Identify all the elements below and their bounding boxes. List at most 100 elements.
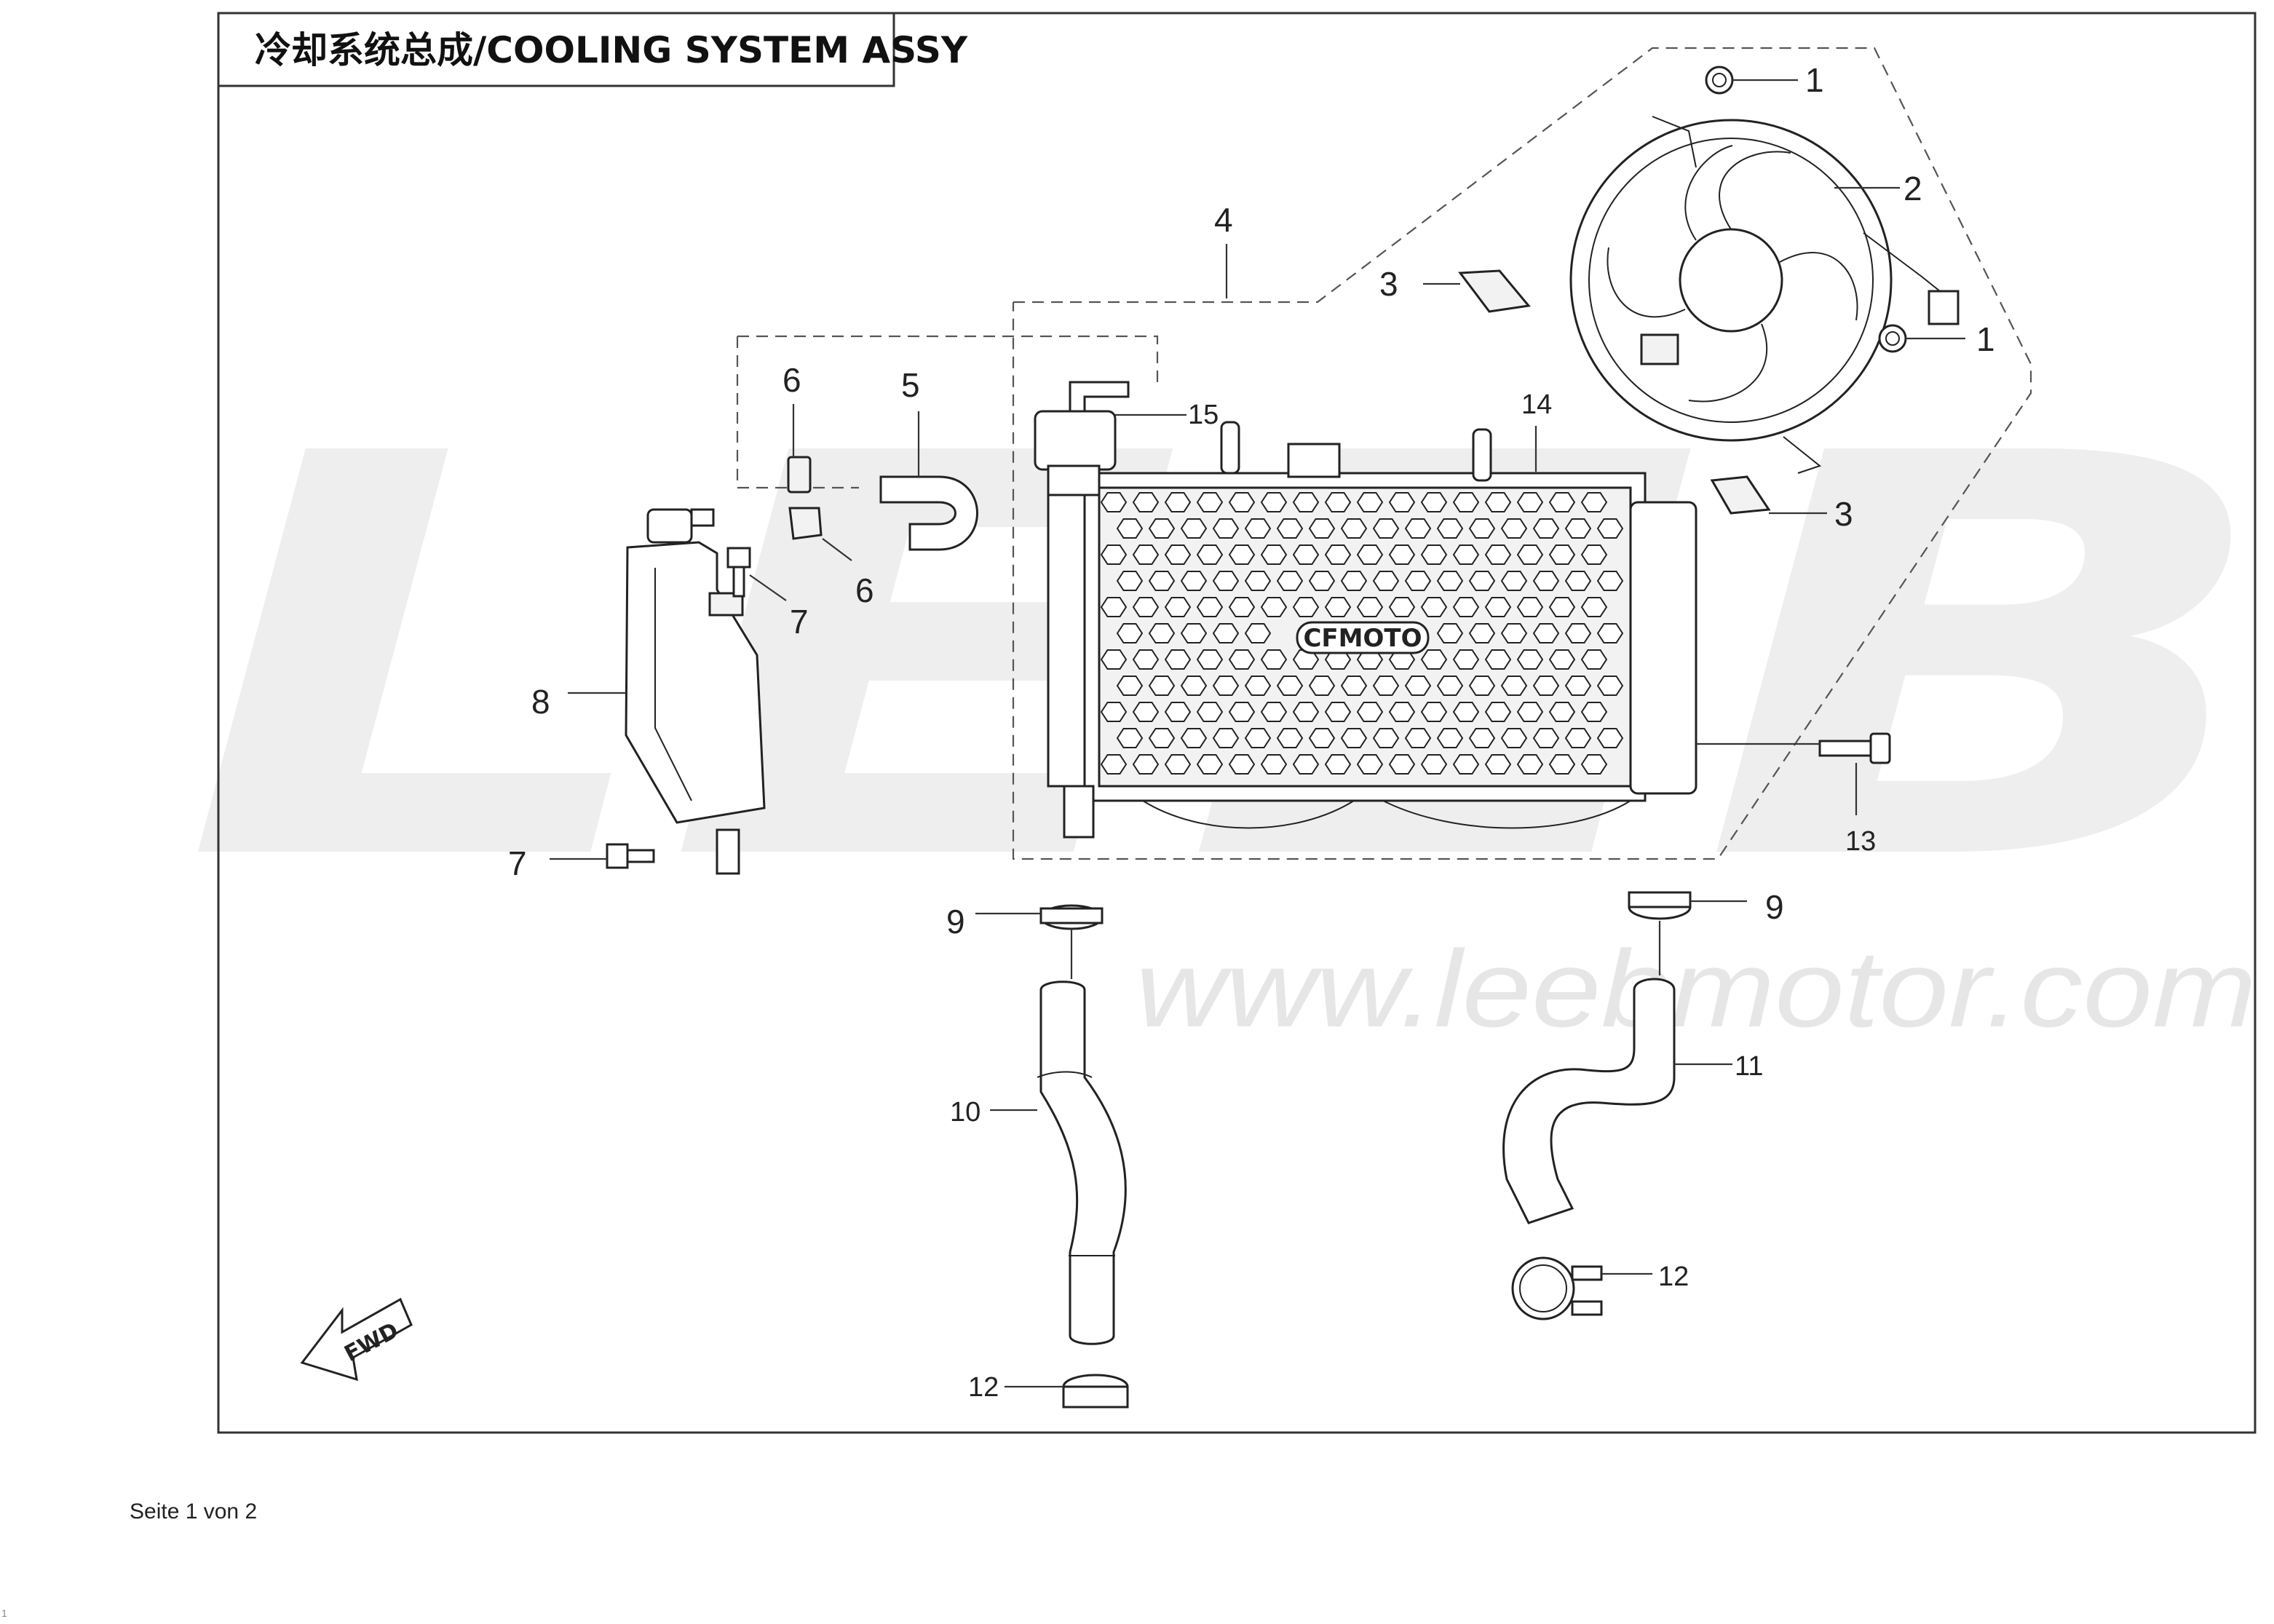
callout-13: 13 bbox=[1845, 826, 1876, 857]
grille-cell bbox=[1452, 597, 1480, 617]
grille-cell bbox=[1484, 544, 1512, 565]
grille-cell bbox=[1276, 571, 1304, 591]
hose-clamp-right bbox=[1628, 891, 1692, 920]
grille-cell bbox=[1388, 492, 1416, 512]
grille-cell bbox=[1148, 676, 1176, 696]
grille-cell bbox=[1548, 544, 1576, 565]
grille-cell bbox=[1388, 702, 1416, 722]
grille-cell bbox=[1436, 518, 1464, 539]
fan-bracket bbox=[1640, 333, 1679, 365]
grille-cell bbox=[1308, 728, 1336, 748]
grille-cell bbox=[1356, 492, 1384, 512]
grille-cell bbox=[1340, 676, 1368, 696]
grille-cell bbox=[1484, 492, 1512, 512]
grille-cell bbox=[1324, 492, 1352, 512]
grille-cell bbox=[1116, 518, 1144, 539]
grille-cell bbox=[1196, 649, 1224, 670]
grille-cell bbox=[1548, 649, 1576, 670]
grille-cell bbox=[1100, 649, 1128, 670]
callout-5: 5 bbox=[901, 366, 920, 404]
grille-cell bbox=[1148, 571, 1176, 591]
grille-cell bbox=[1580, 649, 1608, 670]
grille-cell bbox=[1292, 754, 1320, 775]
grille-cell bbox=[1596, 518, 1624, 539]
fwd-arrow: FWD bbox=[300, 1297, 413, 1382]
grille-cell bbox=[1468, 518, 1496, 539]
grille-cell bbox=[1116, 571, 1144, 591]
grille-cell bbox=[1340, 728, 1368, 748]
grille-cell bbox=[1564, 571, 1592, 591]
clip-upper bbox=[787, 456, 812, 494]
leader-lines bbox=[550, 79, 1965, 1388]
grille-cell bbox=[1324, 702, 1352, 722]
grille-cell bbox=[1356, 702, 1384, 722]
callout-1-top: 1 bbox=[1805, 61, 1824, 99]
grille-cell bbox=[1468, 623, 1496, 643]
grille-cell bbox=[1596, 571, 1624, 591]
grille-cell bbox=[1180, 518, 1208, 539]
grille-cell bbox=[1292, 544, 1320, 565]
callout-6-lower: 6 bbox=[855, 571, 874, 609]
grille-cell bbox=[1164, 649, 1192, 670]
grille-cell bbox=[1276, 676, 1304, 696]
callout-9-right: 9 bbox=[1765, 888, 1784, 926]
lower-hose-left bbox=[1039, 981, 1127, 1345]
grille-cell bbox=[1260, 544, 1288, 565]
callout-7-upper: 7 bbox=[790, 603, 809, 641]
diagram-frame bbox=[217, 12, 2257, 1434]
grille-cell bbox=[1500, 676, 1528, 696]
grille-cell bbox=[1292, 649, 1320, 670]
grille-cell bbox=[1404, 728, 1432, 748]
bushing-upper bbox=[1458, 269, 1531, 313]
grille-cell bbox=[1372, 571, 1400, 591]
grille-cell bbox=[1500, 571, 1528, 591]
callout-14: 14 bbox=[1521, 389, 1552, 420]
grille-cell bbox=[1580, 754, 1608, 775]
grille-cell bbox=[1388, 754, 1416, 775]
grille-cell bbox=[1596, 623, 1624, 643]
grille-cell bbox=[1516, 544, 1544, 565]
callout-12-lower: 12 bbox=[968, 1372, 999, 1403]
grille-cell bbox=[1212, 676, 1240, 696]
grille-cell bbox=[1164, 702, 1192, 722]
grille-cell bbox=[1100, 754, 1128, 775]
grille-cell bbox=[1276, 518, 1304, 539]
grille-cell bbox=[1116, 623, 1144, 643]
grille-cell bbox=[1532, 676, 1560, 696]
grille-cell bbox=[1564, 623, 1592, 643]
grille-cell bbox=[1132, 754, 1160, 775]
grille-cell bbox=[1452, 702, 1480, 722]
callout-11: 11 bbox=[1735, 1051, 1763, 1082]
grille-cell bbox=[1388, 597, 1416, 617]
grille-cell bbox=[1452, 492, 1480, 512]
radiator-grille bbox=[1100, 492, 1624, 775]
grille-cell bbox=[1436, 571, 1464, 591]
bushing-lower bbox=[1710, 475, 1771, 515]
grille-cell bbox=[1292, 492, 1320, 512]
grille-cell bbox=[1292, 597, 1320, 617]
radiator-right-tank bbox=[1629, 501, 1697, 795]
overflow-hose bbox=[879, 475, 978, 551]
grille-cell bbox=[1340, 518, 1368, 539]
hose-clamp-left bbox=[1039, 904, 1104, 930]
nut-right bbox=[1878, 324, 1907, 353]
callout-9-left: 9 bbox=[946, 903, 965, 940]
bolt-lower bbox=[606, 843, 655, 869]
grille-cell bbox=[1532, 728, 1560, 748]
lower-hose-right bbox=[1502, 978, 1676, 1224]
cooling-fan bbox=[1569, 116, 1960, 474]
grille-cell bbox=[1212, 728, 1240, 748]
grille-cell bbox=[1420, 754, 1448, 775]
grille-cell bbox=[1100, 702, 1128, 722]
grille-cell bbox=[1276, 728, 1304, 748]
assembly-outline bbox=[736, 47, 2032, 860]
grille-cell bbox=[1100, 492, 1128, 512]
grille-cell bbox=[1196, 754, 1224, 775]
callout-1-right: 1 bbox=[1976, 320, 1995, 358]
grille-cell bbox=[1164, 544, 1192, 565]
grille-cell bbox=[1212, 623, 1240, 643]
grille-cell bbox=[1484, 597, 1512, 617]
grille-cell bbox=[1452, 544, 1480, 565]
grille-cell bbox=[1244, 623, 1272, 643]
